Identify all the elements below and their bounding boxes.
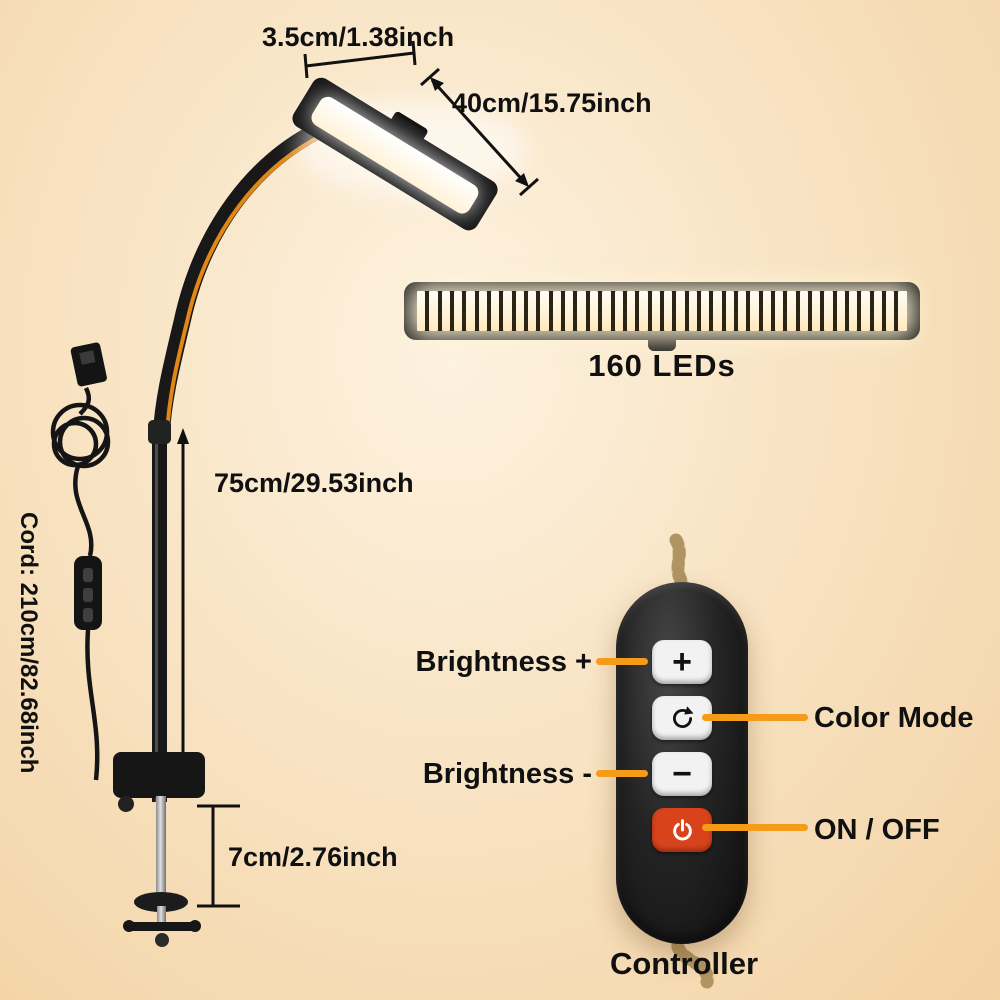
led-stripe [812, 291, 821, 331]
led-stripe [737, 291, 747, 331]
lamp-head-led-panel [311, 96, 479, 214]
led-stripe [503, 291, 512, 331]
brightness-up-label: Brightness + [415, 646, 592, 678]
led-stripe [898, 291, 907, 331]
led-stripes [417, 291, 907, 331]
led-stripe [589, 291, 599, 331]
led-count-label: 160 LEDs [588, 348, 736, 383]
led-stripe [515, 291, 525, 331]
controller-caption: Controller [609, 946, 759, 981]
pole-joint [148, 420, 171, 444]
led-stripe [824, 291, 833, 331]
led-stripe [725, 291, 734, 331]
led-stripe [873, 291, 883, 331]
power-icon [672, 818, 692, 840]
color-mode-icon [672, 705, 694, 728]
led-stripe [849, 291, 858, 331]
brightness-down-label: Brightness - [422, 758, 592, 790]
led-stripe [713, 291, 722, 331]
color-mode-label: Color Mode [814, 702, 974, 734]
pointer-color-mode [702, 714, 808, 721]
led-stripe [552, 291, 562, 331]
pole-height-label: 75cm/29.53inch [214, 468, 414, 498]
led-stripe [676, 291, 685, 331]
led-stripe [651, 291, 660, 331]
led-stripe [614, 291, 623, 331]
led-stripe [639, 291, 648, 331]
led-bar [404, 282, 920, 340]
led-stripe [774, 291, 784, 331]
led-stripe [626, 291, 636, 331]
gooseneck-orange-highlight [165, 127, 338, 436]
led-stripe [429, 291, 438, 331]
inline-switch [74, 556, 102, 630]
usb-plug [70, 342, 107, 387]
led-stripe [478, 291, 488, 331]
pointer-brightness-up [596, 658, 648, 665]
led-stripe [700, 291, 710, 331]
usb-cable [50, 386, 111, 781]
led-stripe [577, 291, 586, 331]
led-stripe [886, 291, 895, 331]
led-stripe [663, 291, 673, 331]
head-width-label: 3.5cm/1.38inch [262, 22, 455, 52]
dimension-head-width [303, 40, 417, 79]
led-stripe [602, 291, 611, 331]
desk-clamp [113, 752, 205, 947]
led-stripe [799, 291, 808, 331]
head-length-label: 40cm/15.75inch [452, 88, 652, 118]
controller-body: + − [616, 582, 748, 944]
led-stripe [861, 291, 870, 331]
dimension-clamp-opening [197, 804, 240, 908]
led-stripe [836, 291, 846, 331]
pole-highlight [155, 430, 158, 802]
lamp-head [292, 77, 498, 231]
led-stripe [565, 291, 574, 331]
minus-icon: − [672, 755, 692, 793]
led-stripe [688, 291, 697, 331]
gooseneck-arm [152, 115, 341, 447]
led-stripe [454, 291, 463, 331]
led-stripe [466, 291, 475, 331]
clamp-size-label: 7cm/2.76inch [228, 842, 398, 872]
led-bar-connector [648, 338, 676, 351]
on-off-label: ON / OFF [814, 814, 940, 846]
led-stripe [441, 291, 451, 331]
led-stripe [491, 291, 500, 331]
led-stripe [762, 291, 771, 331]
dimension-head-length [420, 67, 539, 197]
brightness-up-button: + [652, 640, 712, 684]
controller-cable-bottom [670, 928, 714, 989]
dimension-pole-height [177, 428, 189, 770]
lamp-pole [152, 430, 167, 802]
brightness-down-button: − [652, 752, 712, 796]
led-stripe [787, 291, 796, 331]
cord-length-label: Cord: 210cm/82.68inch [15, 512, 42, 774]
pointer-on-off [702, 824, 808, 831]
power-button [652, 808, 712, 852]
plus-icon: + [672, 643, 692, 681]
led-stripe [750, 291, 759, 331]
led-stripe [528, 291, 537, 331]
led-stripe [540, 291, 549, 331]
pointer-brightness-down [596, 770, 648, 777]
led-stripe [417, 291, 426, 331]
